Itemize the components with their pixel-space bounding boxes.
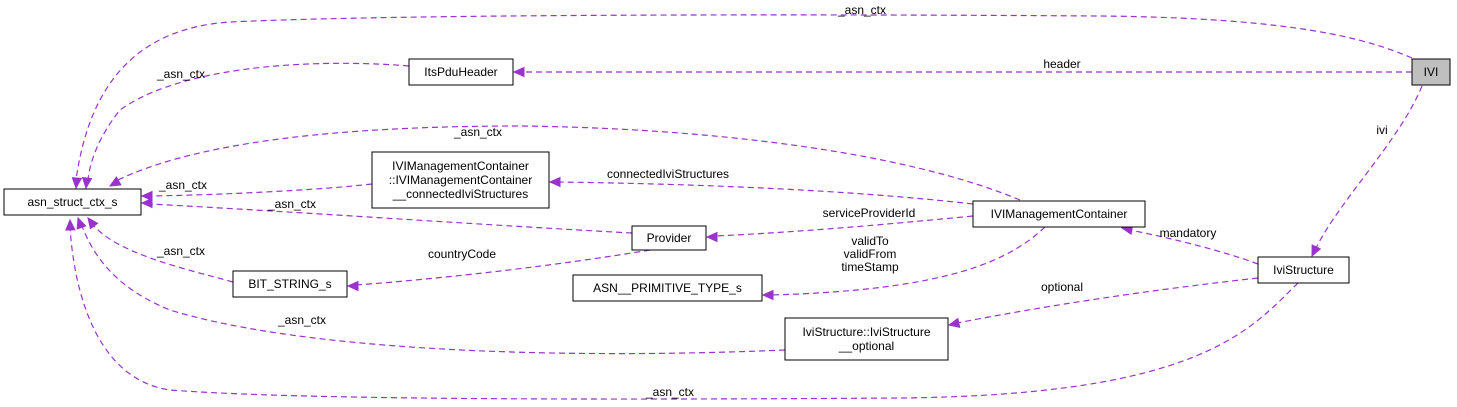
node-box (1257, 256, 1350, 284)
arrowhead-icon (65, 218, 76, 231)
edge-line (149, 203, 633, 234)
node-label: ASN__PRIMITIVE_TYPE_s (593, 281, 742, 295)
edge-is-mandatory: mandatory (1120, 224, 1259, 265)
edge-label: _asn_ctx (837, 3, 886, 17)
node-label: IVIManagementContainer (392, 159, 529, 173)
edge-label: validTo (851, 234, 889, 248)
arrowhead-icon (81, 177, 93, 190)
edge-mc-connected: connectedIviStructures (548, 167, 974, 205)
arrowhead-icon (761, 289, 774, 301)
edge-line (1129, 229, 1259, 265)
node-box (371, 151, 550, 209)
edge-label: validFrom (844, 247, 897, 261)
arrowhead-icon (705, 231, 718, 243)
node-label: IviStructure::IviStructure (802, 325, 930, 339)
edge-is-ctx: _asn_ctx (65, 218, 1299, 400)
node-label: __connectedIviStructures (392, 187, 528, 201)
node-label: Provider (647, 231, 692, 245)
edge-line (81, 225, 786, 355)
arrowhead-icon (71, 177, 83, 190)
node-asn-struct-ctx-s[interactable]: asn_struct_ctx_s (3, 188, 142, 216)
node-box (1411, 58, 1451, 86)
edge-label: _asn_ctx (267, 197, 316, 211)
node-ivi[interactable]: IVI (1411, 58, 1451, 86)
node-box (784, 317, 949, 361)
edge-line (1315, 85, 1423, 249)
node-label: IVI (1424, 65, 1439, 79)
arrowhead-icon (140, 197, 153, 209)
edge-label: _asn_ctx (156, 244, 205, 258)
edge-label: _asn_ctx (453, 125, 502, 139)
node-box (3, 188, 142, 216)
node-ivimc-connected[interactable]: IVIManagementContainer::IVIManagementCon… (371, 151, 550, 209)
edge-label: countryCode (428, 247, 496, 261)
edge-label: optional (1041, 280, 1083, 294)
edge-ivi-header: header (512, 57, 1412, 78)
edge-line (87, 62, 410, 181)
node-box (572, 274, 763, 302)
node-label: asn_struct_ctx_s (27, 195, 117, 209)
arrowhead-icon (140, 190, 153, 202)
edge-label: ivi (1376, 123, 1387, 137)
edge-bit-ctx: _asn_ctx (87, 217, 234, 283)
edge-label: _asn_ctx (645, 385, 694, 399)
node-ivistructure[interactable]: IviStructure (1257, 256, 1350, 284)
edge-opt-ctx: _asn_ctx (76, 216, 786, 355)
edge-header-ctx: _asn_ctx (81, 62, 410, 190)
node-label: __optional (838, 339, 894, 353)
node-label: ItsPduHeader (424, 65, 497, 79)
edge-provider-ctx: _asn_ctx (140, 197, 633, 234)
node-box (232, 270, 348, 298)
node-box (408, 58, 514, 86)
arrowhead-icon (87, 217, 99, 230)
node-bit-string-s[interactable]: BIT_STRING_s (232, 270, 348, 298)
arrowhead-icon (947, 317, 961, 328)
node-box (972, 200, 1146, 228)
edge-label: _asn_ctx (277, 313, 326, 327)
edge-mc-provider: serviceProviderId (705, 206, 974, 243)
node-asn-primitive-type-s[interactable]: ASN__PRIMITIVE_TYPE_s (572, 274, 763, 302)
edge-provider-bit: countryCode (346, 247, 651, 292)
node-label: BIT_STRING_s (248, 277, 331, 291)
node-ivistructure-optional[interactable]: IviStructure::IviStructure__optional (784, 317, 949, 361)
edge-mc-ctx: _asn_ctx (108, 125, 1021, 201)
node-label: IVIManagementContainer (991, 207, 1128, 221)
node-box (631, 225, 707, 251)
edge-line (117, 125, 1021, 201)
arrowhead-icon (76, 216, 87, 230)
nodes-layer: IVIItsPduHeaderasn_struct_ctx_sIVIManage… (3, 58, 1451, 361)
edge-label: _asn_ctx (158, 178, 207, 192)
edge-label: serviceProviderId (823, 206, 916, 220)
node-ivimanagementcontainer[interactable]: IVIManagementContainer (972, 200, 1146, 228)
edge-line (149, 183, 373, 197)
edge-label: timeStamp (841, 260, 899, 274)
node-itspduheader[interactable]: ItsPduHeader (408, 58, 514, 86)
arrowhead-icon (512, 66, 525, 78)
edges-layer: _asn_ctxheaderivi_asn_ctx_asn_ctx_asn_ct… (65, 3, 1423, 400)
edge-label: connectedIviStructures (607, 167, 729, 181)
edge-line (557, 181, 974, 205)
arrowhead-icon (346, 280, 359, 292)
edge-label: mandatory (1160, 226, 1217, 240)
node-label: IviStructure (1273, 263, 1334, 277)
edge-line (69, 227, 1299, 400)
edge-line (75, 14, 1413, 181)
edge-mcc-ctx: _asn_ctx (140, 178, 373, 202)
edge-label: header (1043, 57, 1080, 71)
edge-line (770, 226, 1046, 296)
arrowhead-icon (1311, 244, 1322, 258)
node-provider[interactable]: Provider (631, 225, 707, 251)
node-label: ::IVIManagementContainer (389, 173, 532, 187)
edge-line (714, 215, 974, 237)
edge-label: _asn_ctx (156, 67, 205, 81)
arrowhead-icon (108, 176, 122, 187)
edge-line (956, 277, 1259, 324)
edge-ivi-ivi: ivi (1311, 85, 1423, 258)
edge-is-optional: optional (947, 277, 1259, 328)
edge-ivi-ctx: _asn_ctx (71, 3, 1413, 190)
arrowhead-icon (548, 176, 561, 188)
